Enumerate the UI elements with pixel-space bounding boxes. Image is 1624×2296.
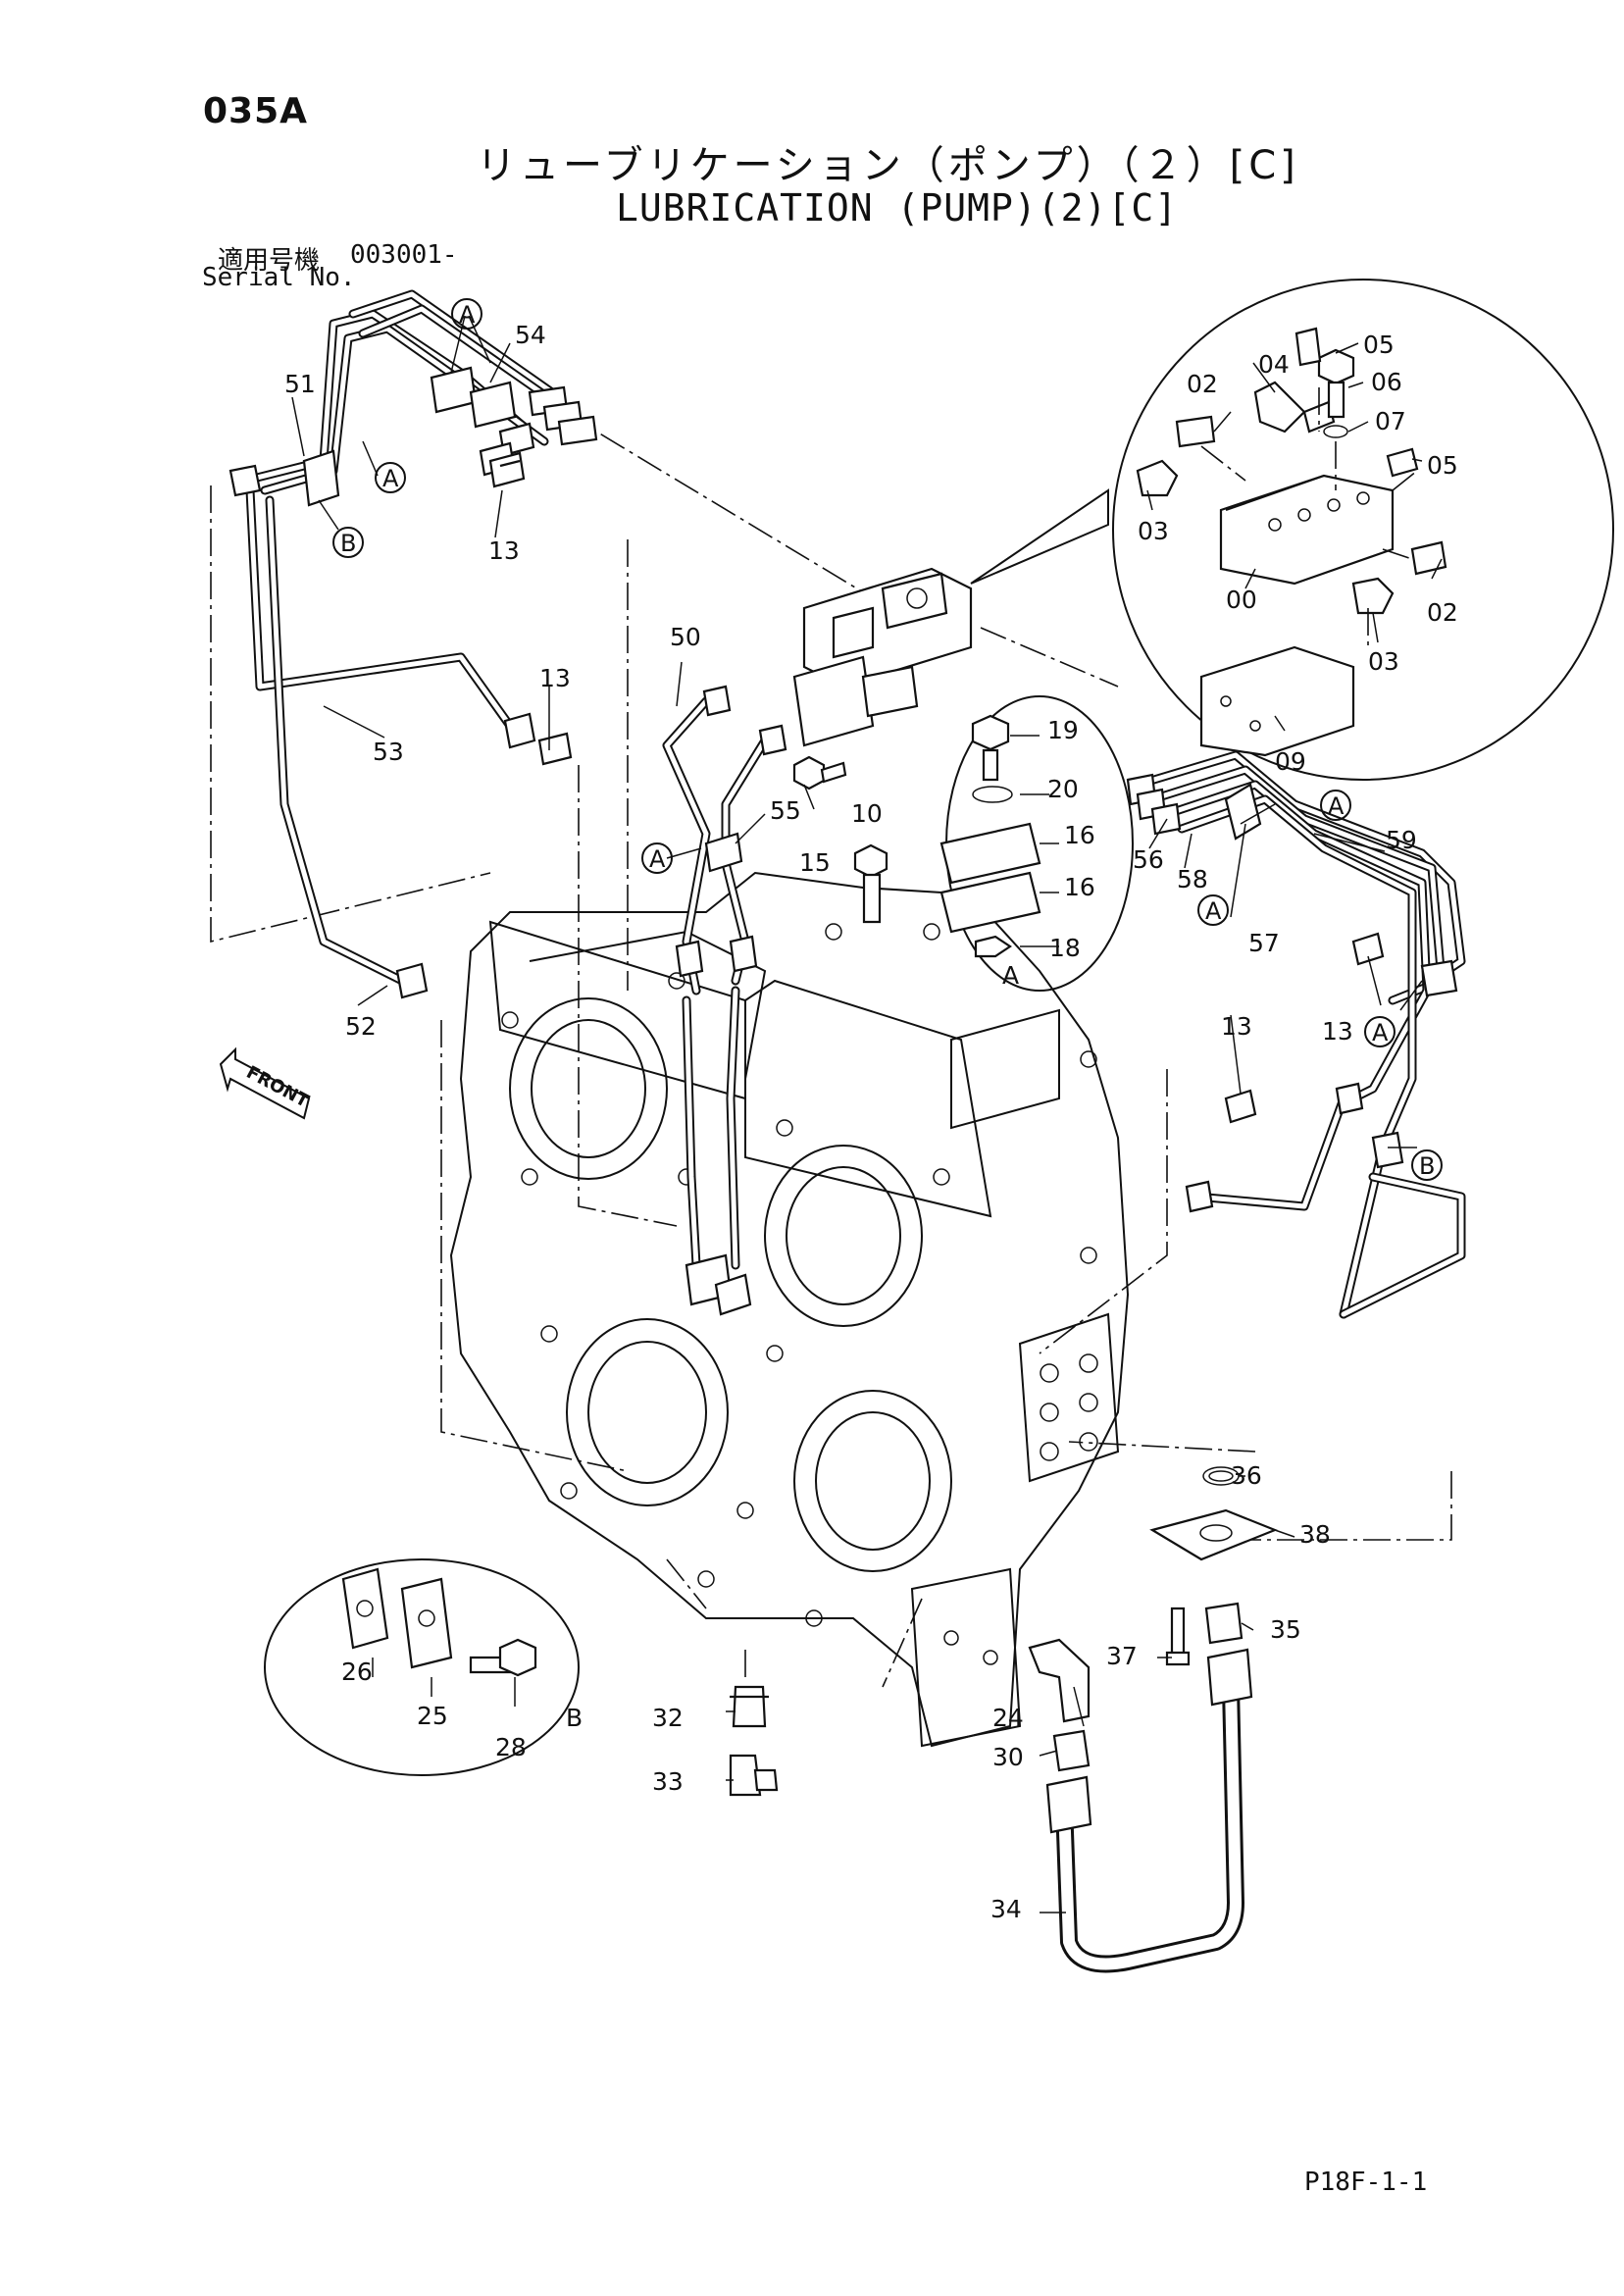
label-10: 10 bbox=[851, 799, 883, 828]
label-25: 25 bbox=[417, 1702, 448, 1730]
label-13-b: 13 bbox=[539, 664, 571, 692]
svg-text:A: A bbox=[382, 465, 399, 492]
svg-text:B: B bbox=[340, 530, 356, 557]
pipe-assembly-center bbox=[662, 685, 787, 1316]
marker-b-2: B bbox=[1411, 1149, 1443, 1181]
phantom-guide-lines bbox=[210, 411, 1452, 1688]
bolt-37 bbox=[1165, 1607, 1191, 1666]
svg-text:A: A bbox=[1372, 1019, 1389, 1046]
bolt-15 bbox=[853, 843, 888, 924]
marker-b-1: B bbox=[332, 527, 364, 558]
circle-markers: A A B A A A A B bbox=[332, 298, 1443, 1181]
label-32: 32 bbox=[652, 1704, 684, 1732]
label-26: 26 bbox=[341, 1658, 373, 1686]
title-english: LUBRICATION (PUMP)(2)[C] bbox=[616, 186, 1179, 230]
marker-a-1: A bbox=[451, 298, 482, 330]
transmission-housing bbox=[449, 871, 1130, 1748]
label-13-a: 13 bbox=[488, 536, 520, 565]
label-24: 24 bbox=[992, 1704, 1024, 1732]
label-05-a: 05 bbox=[1363, 331, 1395, 359]
serial-label-japanese: 適用号機 bbox=[218, 246, 321, 276]
pipe-assembly-right bbox=[1126, 750, 1466, 1319]
label-03-a: 03 bbox=[1138, 517, 1169, 545]
label-36: 36 bbox=[1231, 1461, 1262, 1490]
serial-label-english: Serial No. bbox=[202, 263, 356, 292]
detail-a-oval bbox=[939, 695, 1134, 992]
bolt-10 bbox=[792, 755, 847, 791]
label-50: 50 bbox=[670, 623, 701, 651]
label-54: 54 bbox=[515, 321, 546, 349]
fitting-35 bbox=[1204, 1602, 1243, 1645]
detail-b-letter: B bbox=[566, 1704, 583, 1732]
label-59: 59 bbox=[1386, 826, 1417, 854]
hose-34 bbox=[1045, 1648, 1253, 1973]
label-53: 53 bbox=[373, 738, 404, 766]
label-02-a: 02 bbox=[1187, 370, 1218, 398]
label-20: 20 bbox=[1047, 775, 1079, 803]
marker-a-4: A bbox=[1320, 790, 1351, 821]
manifold-detail-circle bbox=[970, 279, 1614, 781]
marker-a-2: A bbox=[375, 462, 406, 493]
label-34: 34 bbox=[990, 1895, 1022, 1923]
label-56: 56 bbox=[1133, 845, 1164, 874]
label-38: 38 bbox=[1299, 1520, 1331, 1549]
marker-a-6: A bbox=[1364, 1016, 1396, 1047]
label-13-d: 13 bbox=[1221, 1012, 1252, 1041]
label-09: 09 bbox=[1275, 747, 1306, 776]
label-16-b: 16 bbox=[1064, 873, 1095, 901]
page-reference: P18F-1-1 bbox=[1304, 2168, 1428, 2197]
label-58: 58 bbox=[1177, 865, 1208, 893]
fitting-30 bbox=[1052, 1729, 1091, 1772]
title-japanese: リューブリケーション（ポンプ）（２）[C] bbox=[477, 143, 1299, 188]
elbow-24 bbox=[1028, 1638, 1091, 1723]
label-05-b: 05 bbox=[1427, 451, 1458, 480]
label-57: 57 bbox=[1248, 929, 1280, 957]
label-04: 04 bbox=[1258, 350, 1290, 379]
label-18: 18 bbox=[1049, 934, 1081, 962]
label-33: 33 bbox=[652, 1767, 684, 1796]
label-51: 51 bbox=[284, 370, 316, 398]
marker-a-3: A bbox=[641, 842, 673, 874]
union-fitting-13-mid bbox=[537, 732, 573, 766]
page-code: 035A bbox=[203, 91, 309, 131]
svg-text:A: A bbox=[649, 845, 666, 873]
front-direction-arrow bbox=[219, 1046, 311, 1120]
label-35: 35 bbox=[1270, 1615, 1301, 1644]
label-03-b: 03 bbox=[1368, 647, 1399, 676]
detail-a-letter: A bbox=[1002, 961, 1019, 990]
svg-text:B: B bbox=[1419, 1152, 1435, 1180]
label-37: 37 bbox=[1106, 1642, 1138, 1670]
marker-a-5: A bbox=[1197, 894, 1229, 926]
part-number-labels: 51 54 13 13 53 52 50 55 10 15 19 20 16 1… bbox=[284, 321, 1458, 1923]
label-28: 28 bbox=[495, 1733, 527, 1761]
label-15: 15 bbox=[799, 848, 831, 877]
serial-number: 003001- bbox=[350, 240, 458, 270]
label-13-c: 13 bbox=[1322, 1017, 1353, 1046]
union-fitting-13-top bbox=[488, 451, 526, 488]
pipe-assembly-left bbox=[228, 289, 598, 999]
label-07: 07 bbox=[1375, 407, 1406, 435]
leader-lines bbox=[291, 315, 1443, 1913]
label-52: 52 bbox=[345, 1012, 377, 1041]
svg-text:A: A bbox=[459, 301, 476, 329]
label-02-b: 02 bbox=[1427, 598, 1458, 627]
label-06: 06 bbox=[1371, 368, 1402, 396]
label-00: 00 bbox=[1226, 586, 1257, 614]
label-16-a: 16 bbox=[1064, 821, 1095, 849]
tee-fitting-33 bbox=[729, 1754, 779, 1797]
label-30: 30 bbox=[992, 1743, 1024, 1771]
detail-b-oval bbox=[264, 1558, 580, 1776]
fitting-32 bbox=[730, 1685, 769, 1728]
label-19: 19 bbox=[1047, 716, 1079, 744]
svg-text:A: A bbox=[1328, 792, 1345, 820]
label-55: 55 bbox=[770, 796, 801, 825]
distribution-block-assembly bbox=[792, 567, 973, 747]
svg-text:A: A bbox=[1205, 897, 1222, 925]
